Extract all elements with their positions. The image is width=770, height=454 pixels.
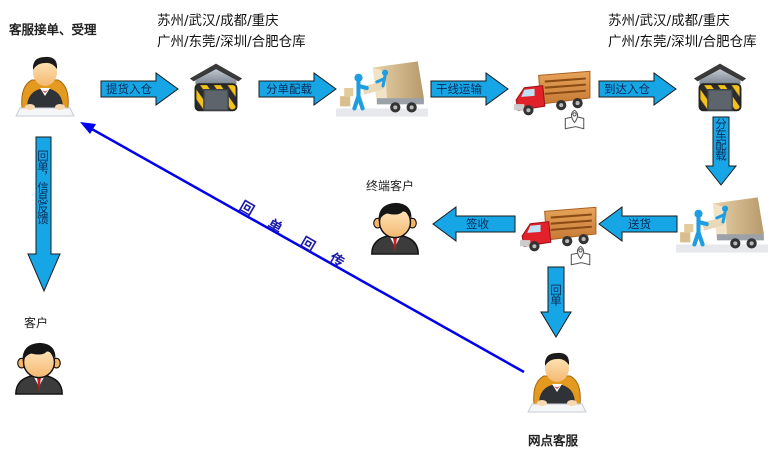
arrow-arrive [598, 72, 677, 106]
dest-cities-line1: 苏州/武汉/成都/重庆 [608, 13, 730, 29]
arrow-label-trunk: 干线运输 [436, 82, 482, 96]
origin-cities-line1: 苏州/武汉/成都/重庆 [157, 13, 279, 29]
node-label-branch-cs: 网点客服 [528, 433, 579, 448]
dest-cities-line2: 广州/东莞/深圳/合肥仓库 [608, 34, 757, 50]
node-label-cs-accept: 客服接单、受理 [9, 22, 97, 37]
arrow-feedback [27, 136, 61, 293]
arrow-trunk [430, 72, 509, 106]
arrow-label-feedback: 回单，信息反馈 [36, 150, 50, 224]
arrow-label-sorting: 分单配载 [266, 82, 312, 96]
node-label-customer: 客户 [24, 316, 49, 330]
arrow-deliver [598, 206, 678, 242]
arrow-label-sign: 签收 [466, 217, 489, 231]
arrow-receipt [540, 266, 572, 338]
arrow-label-deliver: 送货 [628, 217, 651, 231]
arrow-label-receipt: 回单 [549, 284, 563, 305]
origin-cities-line2: 广州/东莞/深圳/合肥仓库 [157, 34, 306, 50]
arrow-label-vehicle-load: 分车配载 [714, 118, 728, 160]
arrow-label-pickup: 提货入仓 [106, 82, 152, 96]
arrow-pickup [100, 72, 179, 106]
arrow-vehicle-load [704, 116, 738, 186]
node-label-end-customer: 终端客户 [366, 179, 415, 193]
arrow-sign [432, 206, 516, 242]
arrow-sorting [258, 72, 337, 106]
arrow-label-arrive: 到达入仓 [604, 82, 650, 96]
